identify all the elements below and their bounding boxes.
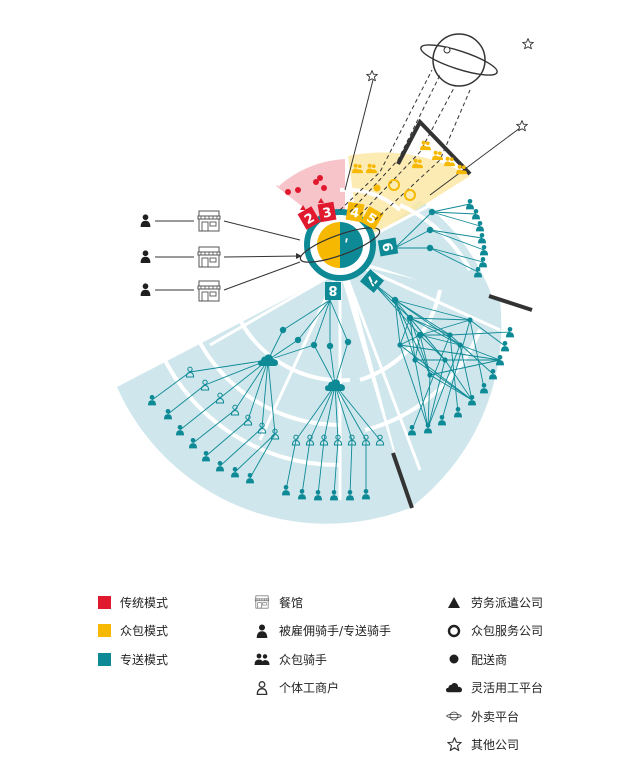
- legend-label: 众包骑手: [279, 651, 327, 668]
- rider-icon: [480, 245, 488, 255]
- legend-label: 众包服务公司: [471, 622, 543, 639]
- cloud-icon: [446, 680, 462, 696]
- tab-4: 4: [346, 202, 365, 223]
- legend-item: 专送模式: [98, 645, 168, 674]
- legend-label: 劳务派遣公司: [471, 594, 543, 611]
- rider-icon: [141, 283, 151, 296]
- legend-label: 外卖平台: [471, 708, 519, 725]
- restaurant-icon: [198, 281, 220, 301]
- legend-item: 众包骑手: [254, 645, 391, 674]
- legend-item: 其他公司: [446, 731, 543, 759]
- legend-actors: 餐馆被雇佣骑手/专送骑手众包骑手个体工商户: [254, 588, 391, 702]
- triangle-icon: [446, 594, 462, 610]
- triangle-icon: [296, 253, 302, 259]
- restaurant-icon: [254, 594, 270, 610]
- legend-label: 灵活用工平台: [471, 679, 543, 696]
- legend-swatch: [98, 624, 111, 637]
- legend-swatch: [98, 596, 111, 609]
- rider-icon: [501, 341, 509, 351]
- legend-label: 其他公司: [471, 736, 519, 753]
- legend-swatch: [98, 653, 111, 666]
- tab-8: 8: [325, 282, 341, 300]
- star-icon: [446, 737, 462, 753]
- rider-icon: [476, 221, 484, 231]
- star-icon: [367, 71, 378, 81]
- employed-rider-icon: [254, 623, 270, 639]
- legend-item: 餐馆: [254, 588, 391, 617]
- individual-business-icon: [254, 680, 270, 696]
- legend-item: 灵活用工平台: [446, 674, 543, 703]
- ring-icon: [446, 623, 462, 639]
- rider-icon: [141, 250, 151, 263]
- legend: 传统模式众包模式专送模式 餐馆被雇佣骑手/专送骑手众包骑手个体工商户 劳务派遣公…: [0, 588, 641, 753]
- star-icon: [523, 39, 534, 49]
- restaurant-icon: [198, 211, 220, 231]
- planet-icon: [446, 708, 462, 724]
- legend-item: 众包模式: [98, 617, 168, 646]
- restaurant-icon: [198, 247, 220, 267]
- legend-label: 配送商: [471, 651, 507, 668]
- legend-label: 专送模式: [120, 651, 168, 668]
- rider-icon: [479, 257, 487, 267]
- rider-icon: [478, 233, 486, 243]
- dot-icon: [446, 651, 462, 667]
- legend-label: 众包模式: [120, 622, 168, 639]
- legend-item: 被雇佣骑手/专送骑手: [254, 617, 391, 646]
- legend-item: 外卖平台: [446, 702, 543, 731]
- legend-label: 个体工商户: [279, 679, 339, 696]
- crowd-rider-icon: [254, 651, 270, 667]
- legend-item: 配送商: [446, 645, 543, 674]
- legend-item: 众包服务公司: [446, 617, 543, 646]
- legend-entities: 劳务派遣公司众包服务公司配送商灵活用工平台外卖平台其他公司: [446, 588, 543, 759]
- legend-modes: 传统模式众包模式专送模式: [98, 588, 168, 674]
- legend-label: 传统模式: [120, 594, 168, 611]
- tab-3: 3: [318, 202, 337, 223]
- legend-item: 传统模式: [98, 588, 168, 617]
- legend-item: 个体工商户: [254, 674, 391, 703]
- planet-icon: [418, 34, 500, 86]
- legend-label: 餐馆: [279, 594, 303, 611]
- rider-icon: [141, 214, 151, 227]
- legend-item: 劳务派遣公司: [446, 588, 543, 617]
- tab-number: 8: [328, 282, 337, 297]
- legend-label: 被雇佣骑手/专送骑手: [279, 622, 391, 639]
- tab-6: 6: [378, 238, 399, 257]
- left-restaurants: [141, 211, 302, 301]
